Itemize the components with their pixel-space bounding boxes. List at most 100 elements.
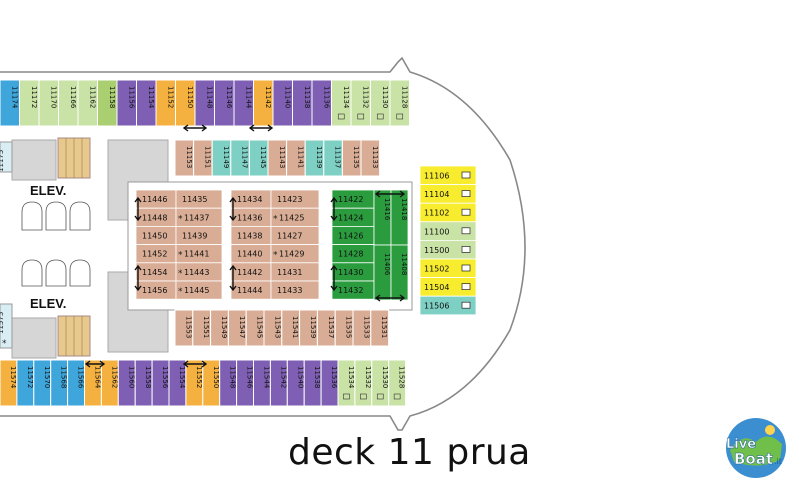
cabin-inner-top-11153[interactable]: 11153 xyxy=(174,139,195,177)
cabin-bottom-11536[interactable]: 11536 xyxy=(320,359,339,407)
cabin-top-11146[interactable]: 11146 xyxy=(214,79,235,127)
cabin-bottom-11532[interactable]: 11532 xyxy=(354,359,373,407)
cabin-top-11144[interactable]: 11144 xyxy=(233,79,254,127)
cabin-inner-bottom-11537[interactable]: 11537 xyxy=(316,309,336,347)
suite-11102[interactable]: 11102 xyxy=(419,202,477,223)
cabin-top-11150[interactable]: 11150 xyxy=(175,79,196,127)
cabin-bottom-11568[interactable]: 11568 xyxy=(50,359,69,407)
cabin-11428[interactable]: 11428 xyxy=(331,244,375,264)
cabin-bottom-11554[interactable]: 11554 xyxy=(168,359,187,407)
cabin-11432[interactable]: 11432 xyxy=(331,280,375,300)
cabin-bottom-11562[interactable]: 11562 xyxy=(100,359,119,407)
cabin-11434[interactable]: 11434 xyxy=(230,189,272,209)
suite-11500[interactable]: 11500 xyxy=(419,239,477,260)
suite-11506[interactable]: 11506 xyxy=(419,295,477,316)
cabin-bottom-11530[interactable]: 11530 xyxy=(371,359,390,407)
cabin-bottom-11542[interactable]: 11542 xyxy=(269,359,288,407)
cabin-bottom-11570[interactable]: 11570 xyxy=(33,359,52,407)
cabin-11441[interactable]: 11441* xyxy=(175,244,223,264)
cabin-11442[interactable]: 11442 xyxy=(230,262,272,282)
cabin-11427[interactable]: 11427 xyxy=(270,225,320,245)
cabin-11438[interactable]: 11438 xyxy=(230,225,272,245)
cabin-11424[interactable]: 11424 xyxy=(331,207,375,227)
cabin-bottom-11556[interactable]: 11556 xyxy=(151,359,170,407)
cabin-bottom-11538[interactable]: 11538 xyxy=(303,359,322,407)
cabin-11422[interactable]: 11422 xyxy=(331,189,375,209)
cabin-inner-bottom-11547[interactable]: 11547 xyxy=(227,309,247,347)
cabin-top-11140[interactable]: 11140 xyxy=(272,79,293,127)
cabin-11450[interactable]: 11450 xyxy=(135,225,177,245)
cabin-top-11134[interactable]: 11134 xyxy=(331,79,352,127)
cabin-bottom-11572[interactable]: 11572 xyxy=(16,359,35,407)
cabin-inner-top-11135[interactable]: 11135 xyxy=(341,139,362,177)
suite-11100[interactable]: 11100 xyxy=(419,221,477,241)
cabin-bottom-11540[interactable]: 11540 xyxy=(286,359,305,407)
cabin-11418[interactable]: 11418 xyxy=(390,189,409,246)
cabin-11426[interactable]: 11426 xyxy=(331,225,375,245)
cabin-11439[interactable]: 11439 xyxy=(175,225,223,245)
cabin-inner-top-11145[interactable]: 11145 xyxy=(248,139,269,177)
cabin-inner-top-11151[interactable]: 11151 xyxy=(193,139,213,177)
cabin-11433[interactable]: 11433 xyxy=(270,280,320,300)
cabin-top-11136[interactable]: 11136 xyxy=(311,79,332,127)
cabin-bottom-11566[interactable]: 11566 xyxy=(67,359,85,407)
cabin-11446[interactable]: 11446 xyxy=(135,189,177,209)
cabin-11425[interactable]: 11425* xyxy=(270,207,320,227)
cabin-inner-top-11137[interactable]: 11137 xyxy=(323,139,343,177)
cabin-inner-bottom-11553[interactable]: 11553 xyxy=(174,309,194,347)
cabin-top-11156[interactable]: 11156 xyxy=(116,79,137,127)
cabin-top-11142[interactable]: 11142 xyxy=(253,79,274,127)
cabin-bottom-11548[interactable]: 11548 xyxy=(219,359,238,407)
cabin-top-11128[interactable]: 11128 xyxy=(389,79,410,127)
cabin-11406[interactable]: 11406 xyxy=(373,244,392,301)
cabin-inner-top-11147[interactable]: 11147 xyxy=(230,139,250,177)
cabin-11408[interactable]: 11408 xyxy=(390,244,409,301)
cabin-top-11170[interactable]: 11170 xyxy=(38,79,59,127)
cabin-11443[interactable]: 11443* xyxy=(175,262,223,282)
cabin-inner-bottom-11541[interactable]: 11541 xyxy=(281,309,301,347)
suite-11104[interactable]: 11104 xyxy=(419,184,477,204)
cabin-top-11174[interactable]: 11174 xyxy=(0,79,20,127)
cabin-11435[interactable]: 11435 xyxy=(175,189,223,209)
cabin-inner-top-11149[interactable]: 11149 xyxy=(211,139,232,177)
cabin-inner-bottom-11551[interactable]: 11551 xyxy=(192,309,212,347)
suite-11502[interactable]: 11502 xyxy=(419,258,477,279)
cabin-11445[interactable]: 11445* xyxy=(175,280,223,300)
cabin-bottom-11564[interactable]: 11564 xyxy=(84,359,102,407)
cabin-bottom-11544[interactable]: 11544 xyxy=(253,359,271,407)
cabin-11437[interactable]: 11437* xyxy=(175,207,223,227)
suite-11106[interactable]: 11106 xyxy=(419,165,477,186)
cabin-bottom-11528[interactable]: 11528 xyxy=(388,359,407,407)
cabin-inner-bottom-11545[interactable]: 11545 xyxy=(245,309,265,347)
cabin-inner-top-11133[interactable]: 11133 xyxy=(360,139,381,177)
cabin-bottom-11534[interactable]: 11534 xyxy=(337,359,356,407)
cabin-11440[interactable]: 11440 xyxy=(230,244,272,264)
cabin-top-11130[interactable]: 11130 xyxy=(370,79,391,127)
cabin-11423[interactable]: 11423 xyxy=(270,189,320,209)
cabin-bottom-11560[interactable]: 11560 xyxy=(117,359,136,407)
cabin-11456[interactable]: 11456 xyxy=(135,280,177,300)
cabin-top-11148[interactable]: 11148 xyxy=(194,79,215,127)
cabin-top-11132[interactable]: 11132 xyxy=(350,79,371,127)
cabin-inner-top-11143[interactable]: 11143 xyxy=(267,139,288,177)
cabin-inner-bottom-11535[interactable]: 11535 xyxy=(334,309,354,347)
cabin-inner-bottom-11533[interactable]: 11533 xyxy=(352,309,372,347)
cabin-bottom-11574[interactable]: 11574 xyxy=(0,359,18,407)
cabin-inner-bottom-11531[interactable]: 11531 xyxy=(370,309,390,347)
cabin-11454[interactable]: 11454 xyxy=(135,262,177,282)
cabin-top-11154[interactable]: 11154 xyxy=(136,79,157,127)
cabin-11436[interactable]: 11436 xyxy=(230,207,272,227)
cabin-bottom-11558[interactable]: 11558 xyxy=(134,359,153,407)
cabin-top-11138[interactable]: 11138 xyxy=(292,79,313,127)
cabin-11444[interactable]: 11444 xyxy=(230,280,272,300)
cabin-inner-bottom-11549[interactable]: 11549 xyxy=(210,309,229,347)
cabin-top-11172[interactable]: 11172 xyxy=(19,79,40,127)
cabin-top-11152[interactable]: 11152 xyxy=(155,79,176,127)
cabin-11416[interactable]: 11416 xyxy=(373,189,392,246)
cabin-bottom-11546[interactable]: 11546 xyxy=(236,359,255,407)
cabin-top-11158[interactable]: 11158 xyxy=(97,79,118,127)
cabin-top-11162[interactable]: 11162 xyxy=(77,79,98,127)
cabin-top-11166[interactable]: 11166 xyxy=(58,79,79,127)
cabin-11430[interactable]: 11430 xyxy=(331,262,375,282)
cabin-bottom-11550[interactable]: 11550 xyxy=(202,359,221,407)
